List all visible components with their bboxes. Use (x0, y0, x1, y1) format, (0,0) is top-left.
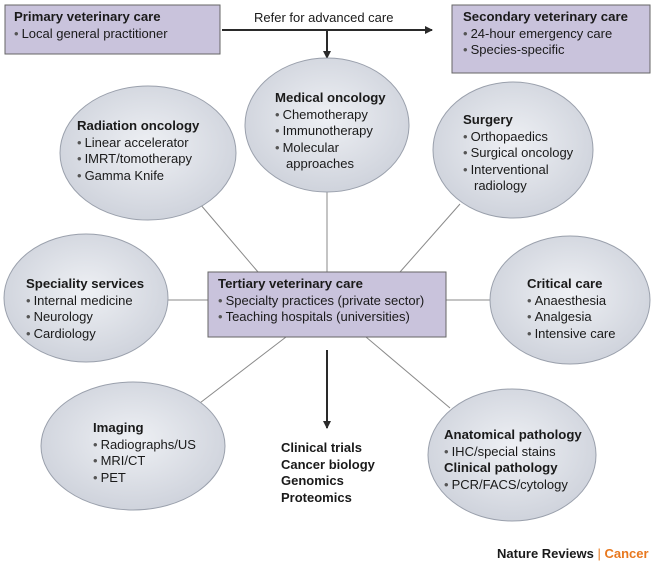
medical-oncology-item: •Molecular (275, 139, 339, 155)
output-item: Genomics (281, 473, 344, 488)
tertiary-care-box (207, 271, 447, 338)
critical-care-item: •Analgesia (527, 309, 592, 324)
speciality-services-item: •Cardiology (26, 325, 96, 341)
radiation-oncology-item: •Linear accelerator (77, 134, 189, 150)
surgery-item: •Surgical oncology (463, 145, 574, 160)
medical-oncology-item: •Chemotherapy (275, 106, 368, 122)
speciality-services-item: •Neurology (26, 309, 93, 324)
connector-imaging (195, 336, 287, 407)
pathology-node: Anatomical pathology •IHC/special stains… (444, 427, 582, 493)
medical-oncology-ellipse (244, 57, 410, 193)
secondary-care-node: Secondary veterinary care •24-hour emerg… (463, 9, 628, 59)
medical-oncology-title: Medical oncology (275, 90, 386, 105)
surgery-item: •Interventional (463, 161, 549, 177)
imaging-item: •MRI/CT (93, 453, 146, 468)
radiation-oncology-node: Radiation oncology •Linear accelerator •… (77, 118, 199, 184)
radiation-oncology-title: Radiation oncology (77, 118, 200, 133)
connector-pathology (365, 336, 451, 409)
primary-care-box (4, 4, 221, 55)
secondary-care-item: •24-hour emergency care (463, 25, 613, 41)
medical-oncology-node: Medical oncology •Chemotherapy •Immunoth… (275, 90, 386, 173)
footer-separator: | (597, 546, 601, 561)
speciality-services-item: •Internal medicine (26, 292, 133, 308)
surgery-item-cont: radiology (474, 178, 527, 193)
tertiary-care-title: Tertiary veterinary care (218, 276, 363, 291)
imaging-ellipse (40, 381, 226, 511)
imaging-item: •Radiographs/US (93, 436, 196, 452)
primary-care-item: •Local general practitioner (14, 25, 168, 41)
connector-surgery (399, 203, 461, 273)
radiation-oncology-item: •IMRT/tomotherapy (77, 151, 192, 166)
speciality-services-title: Speciality services (26, 276, 145, 291)
research-outputs: Clinical trials Cancer biology Genomics … (281, 440, 375, 506)
critical-care-item: •Intensive care (527, 325, 616, 341)
connector-lines (166, 190, 492, 409)
secondary-care-item: •Species-specific (463, 42, 565, 57)
refer-label: Refer for advanced care (254, 10, 394, 25)
speciality-services-ellipse (3, 233, 169, 363)
anatomical-pathology-item: •IHC/special stains (444, 443, 556, 459)
anatomical-pathology-title: Anatomical pathology (444, 427, 582, 442)
imaging-item: •PET (93, 469, 126, 485)
output-item: Clinical trials (281, 440, 362, 455)
tertiary-care-item: •Specialty practices (private sector) (218, 292, 425, 308)
radiation-oncology-item: •Gamma Knife (77, 167, 165, 183)
primary-care-title: Primary veterinary care (14, 9, 161, 24)
primary-care-node: Primary veterinary care •Local general p… (14, 9, 168, 42)
tertiary-care-item: •Teaching hospitals (universities) (218, 309, 410, 324)
critical-care-ellipse (489, 235, 651, 365)
radiation-oncology-ellipse (59, 85, 237, 221)
surgery-ellipse (432, 81, 594, 219)
medical-oncology-item: •Immunotherapy (275, 123, 373, 138)
critical-care-item: •Anaesthesia (527, 292, 607, 308)
speciality-services-node: Speciality services •Internal medicine •… (26, 276, 144, 342)
clinical-pathology-title: Clinical pathology (444, 460, 558, 475)
critical-care-title: Critical care (527, 276, 603, 291)
tertiary-care-node: Tertiary veterinary care •Specialty prac… (218, 276, 424, 326)
connector-radiation (199, 203, 259, 273)
secondary-care-title: Secondary veterinary care (463, 9, 628, 24)
pathology-ellipse (427, 388, 597, 522)
surgery-title: Surgery (463, 112, 513, 127)
imaging-title: Imaging (93, 420, 144, 435)
surgery-node: Surgery •Orthopaedics •Surgical oncology… (463, 112, 573, 195)
imaging-node: Imaging •Radiographs/US •MRI/CT •PET (93, 420, 196, 486)
surgery-item: •Orthopaedics (463, 128, 548, 144)
clinical-pathology-item: •PCR/FACS/cytology (444, 476, 568, 492)
output-item: Proteomics (281, 489, 352, 505)
medical-oncology-item-cont: approaches (286, 156, 354, 171)
journal-name: Nature Reviews (497, 546, 594, 561)
critical-care-node: Critical care •Anaesthesia •Analgesia •I… (527, 276, 616, 342)
journal-section: Cancer (604, 546, 649, 561)
journal-footer: Nature Reviews | Cancer (497, 546, 649, 561)
output-item: Cancer biology (281, 456, 375, 472)
secondary-care-box (451, 4, 651, 74)
